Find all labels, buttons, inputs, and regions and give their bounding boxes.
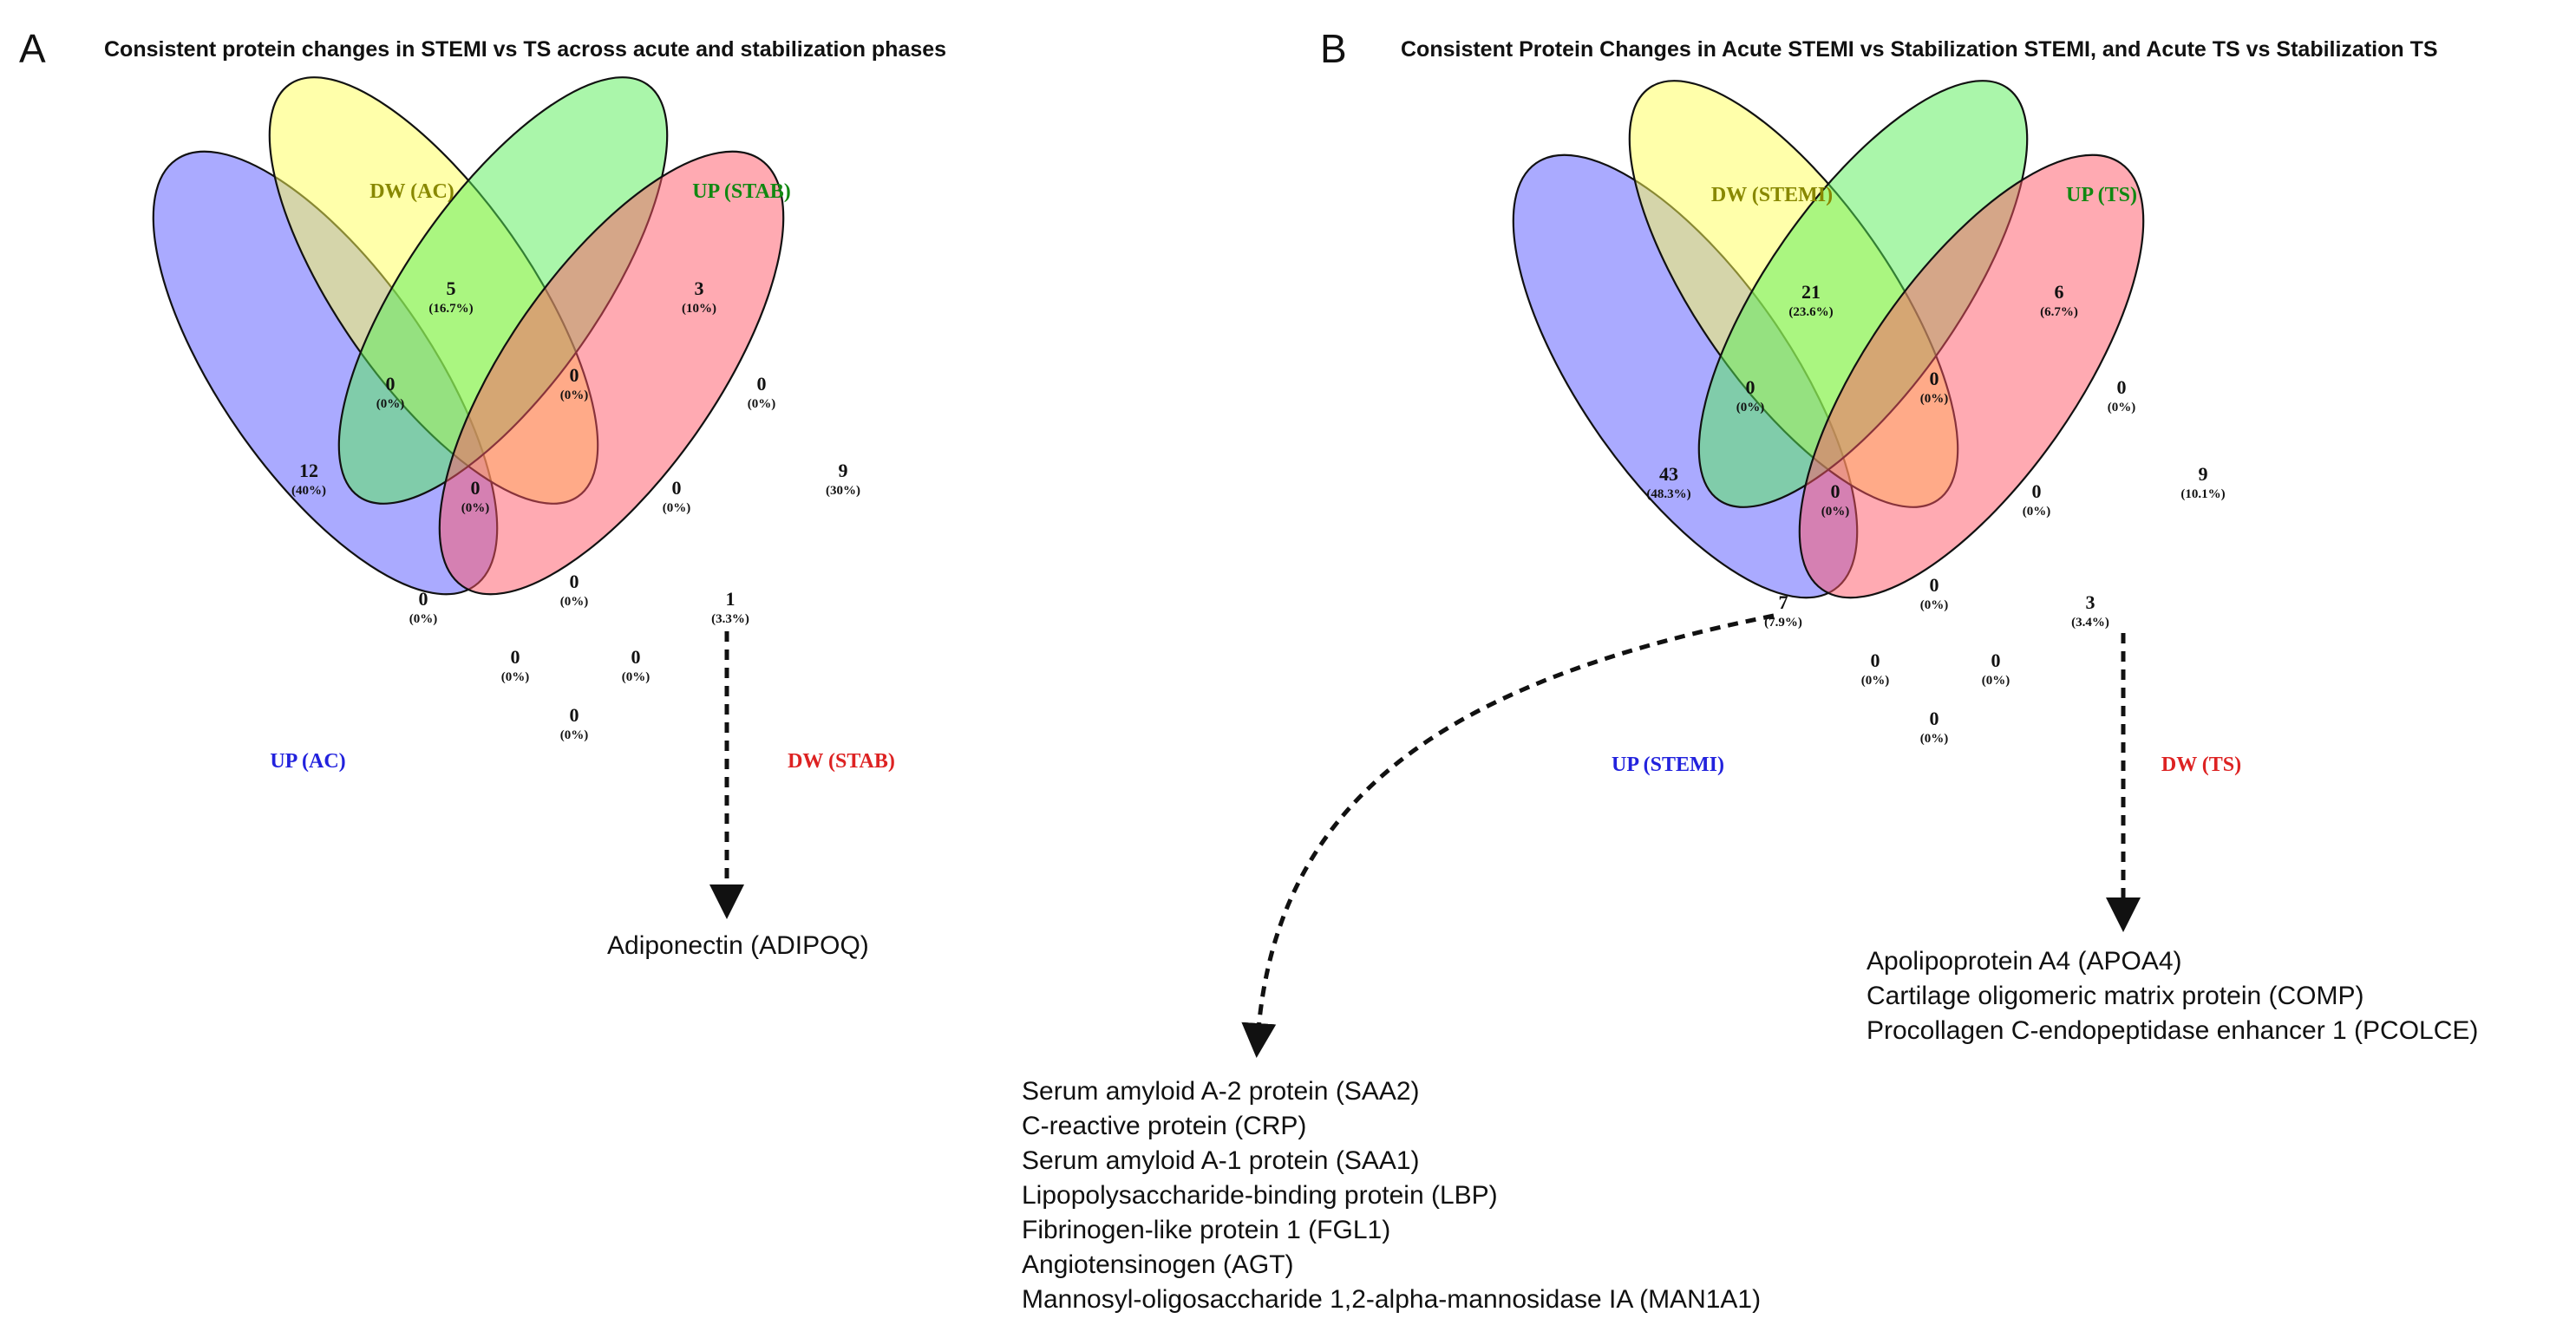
region-count-1_4: 0 — [1930, 708, 1939, 729]
region-count-2_4: 1 — [726, 588, 736, 610]
region-count-2_4: 3 — [2086, 591, 2095, 613]
panel-b: B Consistent Protein Changes in Acute STE… — [1022, 26, 2478, 1314]
region-count-only_3: 3 — [695, 277, 704, 299]
region-percent-only_2: (23.6%) — [1788, 305, 1833, 319]
venn-set-label-1: UP (STEMI) — [1612, 754, 1724, 776]
region-percent-2_4: (3.4%) — [2071, 616, 2109, 630]
protein-name: Serum amyloid A-1 protein (SAA1) — [1022, 1146, 1420, 1175]
protein-name: Procollagen C-endopeptidase enhancer 1 (… — [1867, 1016, 2478, 1045]
region-count-only_4: 9 — [2199, 463, 2208, 485]
protein-name: C-reactive protein (CRP) — [1022, 1112, 1306, 1140]
protein-name: Mannosyl-oligosaccharide 1,2-alpha-manno… — [1022, 1285, 1761, 1314]
region-percent-1_3: (0%) — [409, 612, 438, 626]
region-count-2_3: 0 — [570, 364, 579, 386]
protein-name: Angiotensinogen (AGT) — [1022, 1250, 1294, 1279]
region-percent-only_2: (16.7%) — [428, 302, 473, 316]
region-count-1_3: 0 — [419, 588, 428, 610]
region-count-1_3_4: 0 — [1871, 649, 1880, 671]
protein-name: Apolipoprotein A4 (APOA4) — [1867, 947, 2182, 976]
region-percent-1_2_4: (0%) — [622, 670, 651, 684]
region-count-2_3: 0 — [1930, 368, 1939, 389]
region-percent-1_2_3_4: (0%) — [1920, 598, 1949, 612]
region-count-1_2_4: 0 — [631, 646, 641, 668]
venn-set-label-1: UP (AC) — [270, 750, 345, 773]
region-percent-only_3: (10%) — [682, 302, 716, 316]
protein-name: Fibrinogen-like protein 1 (FGL1) — [1022, 1216, 1390, 1244]
venn-set-ellipse-4 — [1798, 153, 2145, 599]
region-percent-1_2: (0%) — [1736, 401, 1765, 414]
region-percent-1_2_3: (0%) — [461, 501, 490, 515]
region-percent-1_4: (0%) — [560, 728, 589, 742]
venn-diagram: UP (AC) DW (AC) UP (STAB) DW (STAB) 12 (40%) 5… — [152, 76, 895, 773]
region-count-3_4: 0 — [757, 373, 767, 395]
region-count-1_2_3_4: 0 — [570, 571, 579, 592]
region-count-1_4: 0 — [570, 704, 579, 726]
region-percent-1_2_4: (0%) — [1982, 674, 2010, 688]
region-percent-only_4: (10.1%) — [2180, 487, 2225, 501]
region-count-2_3_4: 0 — [672, 477, 682, 499]
region-percent-1_3: (7.9%) — [1764, 616, 1802, 630]
venn-set-ellipse-4 — [438, 150, 785, 596]
panel-letter: B — [1320, 26, 1347, 71]
region-count-1_3: 7 — [1779, 591, 1788, 613]
region-percent-2_4: (3.3%) — [711, 612, 749, 626]
region-count-1_2_3_4: 0 — [1930, 574, 1939, 596]
region-count-3_4: 0 — [2117, 376, 2127, 398]
protein-name: Cartilage oligomeric matrix protein (COM… — [1867, 982, 2364, 1010]
region-count-1_2: 0 — [1746, 376, 1755, 398]
region-percent-2_3: (0%) — [1920, 392, 1949, 406]
panels-layer: A Consistent protein changes in STEMI vs … — [19, 26, 2478, 1314]
region-percent-2_3_4: (0%) — [2023, 505, 2051, 519]
region-percent-3_4: (0%) — [748, 397, 776, 411]
venn-set-label-4: DW (TS) — [2161, 754, 2241, 776]
protein-name: Adiponectin (ADIPOQ) — [607, 931, 869, 960]
venn-diagram: UP (STEMI) DW (STEMI) UP (TS) DW (TS) 43 (48.… — [1512, 80, 2241, 776]
panel-title: Consistent protein changes in STEMI vs T… — [104, 37, 946, 62]
venn-set-label-2: DW (STEMI) — [1711, 184, 1833, 206]
region-count-only_2: 5 — [447, 277, 456, 299]
region-count-1_3_4: 0 — [511, 646, 520, 668]
region-percent-only_1: (40%) — [291, 484, 326, 498]
region-count-1_2: 0 — [386, 373, 396, 395]
region-percent-3_4: (0%) — [2108, 401, 2136, 414]
venn-set-label-2: DW (AC) — [369, 180, 454, 203]
region-count-only_3: 6 — [2055, 281, 2064, 303]
panel-title: Consistent Protein Changes in Acute STEM… — [1401, 37, 2438, 62]
region-percent-2_3_4: (0%) — [663, 501, 691, 515]
protein-name: Lipopolysaccharide-binding protein (LBP) — [1022, 1181, 1498, 1210]
venn-set-label-4: DW (STAB) — [788, 750, 895, 773]
region-percent-only_1: (48.3%) — [1646, 487, 1690, 501]
region-percent-1_2_3: (0%) — [1821, 505, 1850, 519]
region-percent-only_3: (6.7%) — [2040, 305, 2078, 319]
region-count-only_4: 9 — [839, 460, 848, 481]
region-count-2_3_4: 0 — [2032, 480, 2042, 502]
region-count-only_1: 43 — [1659, 463, 1678, 485]
region-count-only_1: 12 — [299, 460, 318, 481]
region-percent-1_2_3_4: (0%) — [560, 595, 589, 609]
region-percent-1_3_4: (0%) — [501, 670, 530, 684]
callout-arrow — [1241, 613, 1775, 1058]
region-percent-2_3: (0%) — [560, 388, 589, 402]
panel-letter: A — [19, 26, 46, 71]
region-count-1_2_3: 0 — [1831, 480, 1840, 502]
region-percent-only_4: (30%) — [826, 484, 860, 498]
venn-set-label-3: UP (TS) — [2066, 184, 2137, 206]
region-count-only_2: 21 — [1801, 281, 1821, 303]
venn-set-label-3: UP (STAB) — [692, 180, 791, 203]
panel-a: A Consistent protein changes in STEMI vs … — [19, 26, 946, 960]
region-percent-1_3_4: (0%) — [1861, 674, 1890, 688]
region-count-1_2_4: 0 — [1991, 649, 2001, 671]
protein-name: Serum amyloid A-2 protein (SAA2) — [1022, 1077, 1420, 1106]
region-count-1_2_3: 0 — [471, 477, 481, 499]
region-percent-1_4: (0%) — [1920, 732, 1949, 746]
region-percent-1_2: (0%) — [376, 397, 405, 411]
